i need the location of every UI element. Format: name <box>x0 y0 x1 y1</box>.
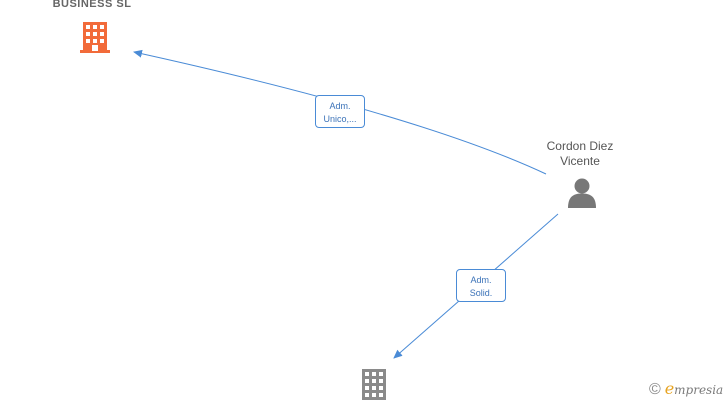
copyright-icon: © <box>649 381 661 398</box>
edge-line-adm-unico <box>133 49 547 175</box>
edge-label-line2: Solid. <box>469 288 493 298</box>
edge-label-line1: Adm. <box>329 101 351 111</box>
brand-initial: e <box>664 379 675 398</box>
edge-label-line1: Adm. <box>470 275 492 285</box>
company-name-label[interactable]: BUSINESS SL <box>52 0 132 10</box>
building-icon[interactable] <box>80 22 110 53</box>
person-name-line1: Cordon Diez <box>546 139 614 153</box>
building-icon[interactable] <box>362 369 386 400</box>
edge-label-adm-unico: Adm. Unico,... <box>315 95 365 128</box>
edge-label-adm-solid: Adm. Solid. <box>456 269 506 302</box>
person-icon[interactable] <box>568 178 596 209</box>
brand-name: mpresia <box>674 383 724 397</box>
person-name-label[interactable]: Cordon Diez Vicente <box>530 139 630 169</box>
person-name-line2: Vicente <box>560 154 600 168</box>
edge-label-line2: Unico,... <box>323 114 357 124</box>
empresia-logo[interactable]: © empresia <box>649 379 723 399</box>
